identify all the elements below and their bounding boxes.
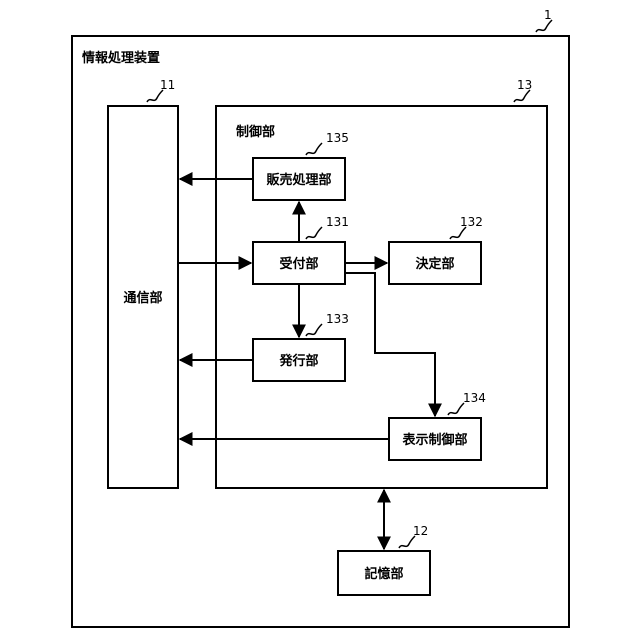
- display-control-label: 表示制御部: [401, 432, 467, 448]
- control-label: 制御部: [236, 124, 275, 140]
- apparatus-ref: 1: [544, 8, 552, 22]
- storage-label: 記憶部: [364, 566, 403, 582]
- decision-label: 決定部: [415, 256, 454, 272]
- control-ref: 13: [517, 78, 532, 92]
- sales-label: 販売処理部: [266, 172, 331, 188]
- decision-ref: 132: [460, 215, 483, 229]
- issuing-label: 発行部: [278, 353, 318, 369]
- storage-ref: 12: [413, 524, 428, 538]
- apparatus-label: 情報処理装置: [82, 50, 160, 66]
- reception-label: 受付部: [279, 256, 318, 272]
- issuing-ref: 133: [326, 312, 349, 326]
- display-control-ref: 134: [463, 391, 486, 405]
- communication-label: 通信部: [123, 290, 162, 306]
- reception-ref: 131: [326, 215, 349, 229]
- sales-ref: 135: [326, 131, 349, 145]
- communication-ref: 11: [160, 78, 175, 92]
